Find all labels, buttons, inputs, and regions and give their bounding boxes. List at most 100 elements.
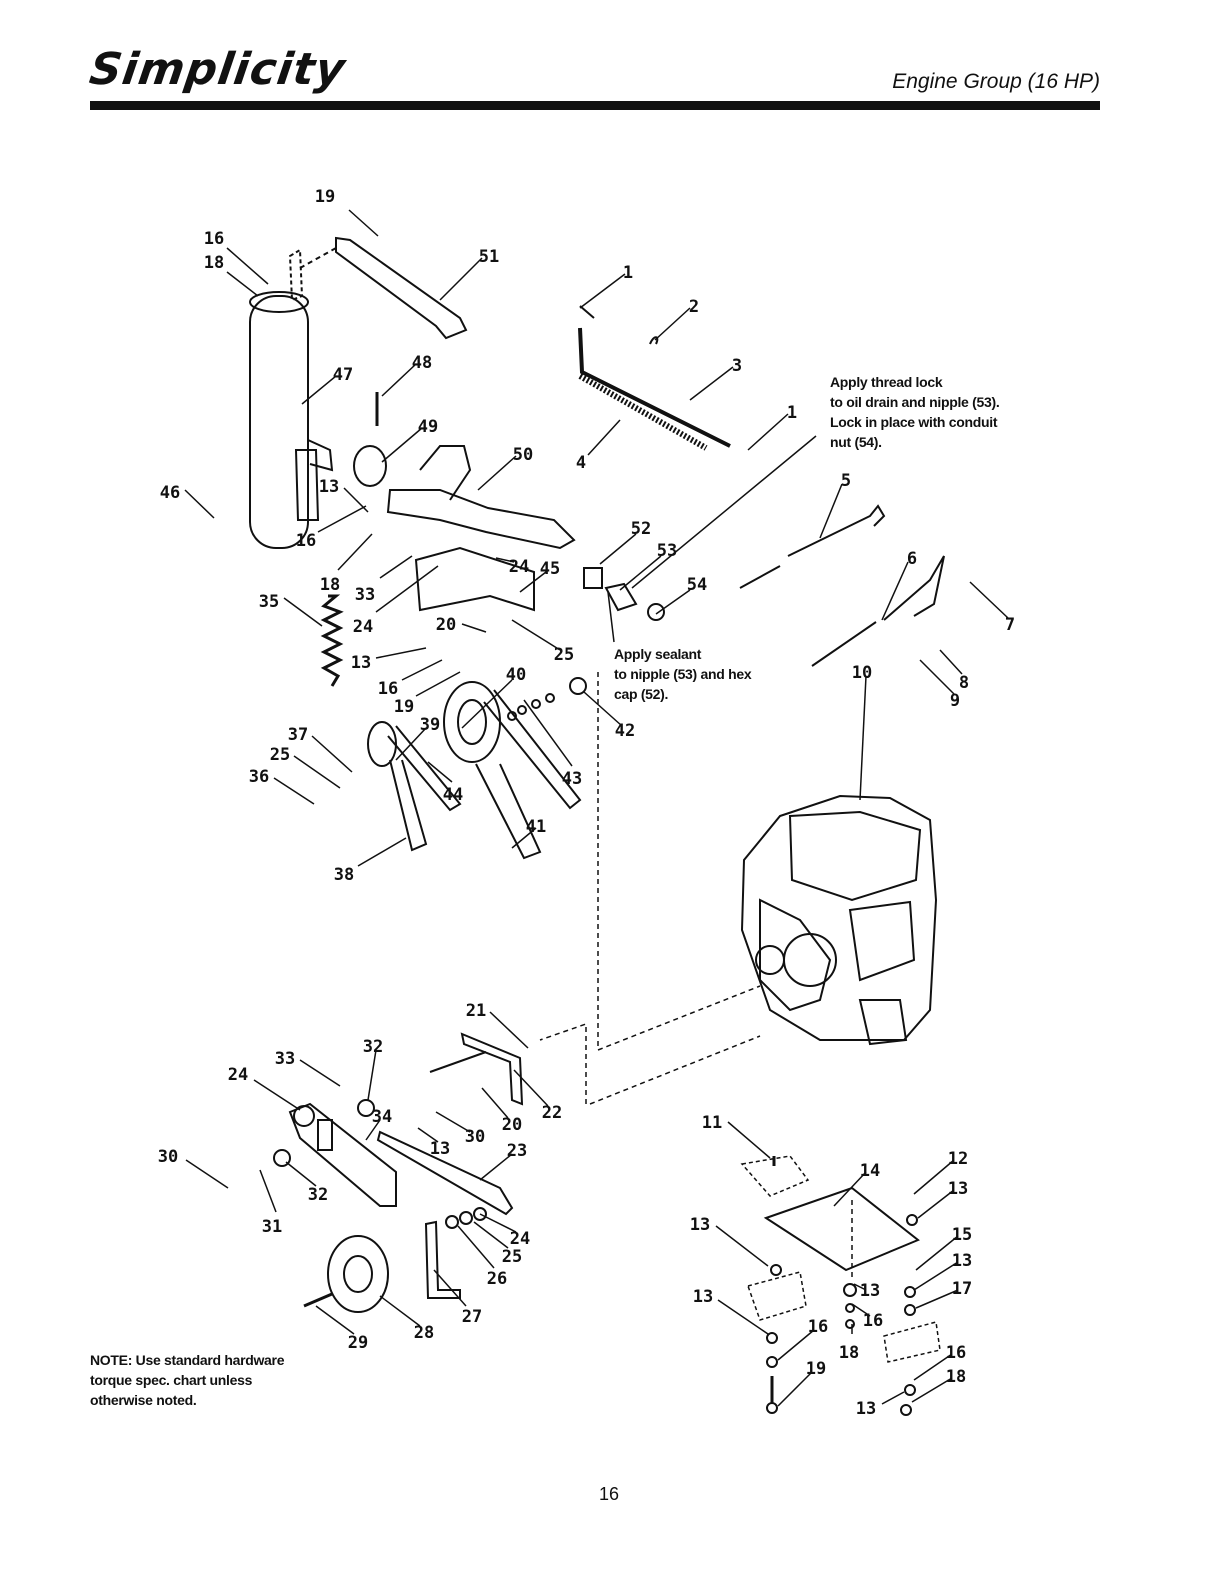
callout-number: 11 — [702, 1113, 722, 1133]
callout-leader — [819, 483, 843, 539]
callout-number: 13 — [948, 1179, 968, 1199]
callout-leader — [439, 257, 483, 301]
header-rule — [90, 101, 1100, 110]
callout-leader — [911, 1377, 953, 1403]
callout-leader — [777, 1329, 815, 1361]
callout-leader — [435, 1111, 471, 1133]
callout-number: 1 — [787, 403, 797, 423]
callout-leader — [401, 659, 443, 681]
callout-leader — [457, 1225, 495, 1269]
callout-leader — [337, 533, 373, 571]
muffler-bracket-part — [335, 236, 468, 340]
hex-cap-part — [583, 567, 603, 589]
callout-leader — [415, 671, 461, 697]
callout-leader — [226, 247, 269, 285]
callout-number: 23 — [507, 1141, 527, 1161]
callout-number: 13 — [319, 477, 339, 497]
callout-leader — [851, 1303, 871, 1317]
callout-number: 16 — [808, 1317, 828, 1337]
callout-leader — [301, 375, 337, 405]
callout-leader — [853, 1283, 867, 1291]
callout-leader — [283, 597, 323, 627]
callout-number: 13 — [351, 653, 371, 673]
callout-leader — [357, 837, 407, 867]
extension-spring-part — [320, 594, 344, 687]
callout-leader — [253, 1079, 301, 1111]
callout-leader — [479, 1213, 517, 1233]
callout-number: 40 — [506, 665, 526, 685]
idler-arm-assembly-part — [288, 1102, 397, 1207]
callout-leader — [375, 647, 427, 659]
callout-leader — [587, 419, 621, 456]
muffler-part — [249, 295, 309, 549]
callout-number: 32 — [363, 1037, 383, 1057]
callout-leader — [293, 755, 341, 789]
callout-leader — [489, 1011, 529, 1049]
callout-leader — [433, 1269, 467, 1307]
callout-leader — [315, 1305, 355, 1335]
idler-bracket-22-part — [460, 1032, 524, 1106]
callout-number: 32 — [308, 1185, 328, 1205]
callout-number: 18 — [320, 575, 340, 595]
callout-number: 30 — [465, 1127, 485, 1147]
callout-leader — [367, 1049, 377, 1101]
callout-number: 33 — [275, 1049, 295, 1069]
control-rod-part — [739, 565, 781, 589]
conduit-nut-part — [647, 603, 665, 621]
callout-number: 4 — [576, 453, 586, 473]
callout-number: 7 — [1005, 615, 1015, 635]
callout-number: 13 — [860, 1281, 880, 1301]
callout-number: 19 — [315, 187, 335, 207]
callout-number: 8 — [959, 673, 969, 693]
callout-leader — [747, 413, 789, 451]
belt-41-part — [475, 763, 542, 860]
callout-number: 29 — [348, 1333, 368, 1353]
callout-leader — [481, 1087, 509, 1119]
page-number: 16 — [598, 1484, 620, 1504]
callout-number: 26 — [487, 1269, 507, 1289]
callout-leader — [881, 1391, 905, 1405]
callout-leader — [513, 1069, 549, 1107]
callout-number: 28 — [414, 1323, 434, 1343]
callout-number: 54 — [687, 575, 707, 595]
callout-leader — [379, 1295, 421, 1327]
callout-leader — [381, 363, 417, 397]
spring-part — [578, 373, 708, 451]
callout-number: 21 — [466, 1001, 486, 1021]
callout-leader — [511, 619, 561, 651]
callout-number: 37 — [288, 725, 308, 745]
callout-number: 24 — [228, 1065, 248, 1085]
idler-wheel-part — [327, 1235, 389, 1313]
callout-number: 13 — [952, 1251, 972, 1271]
callout-leader — [913, 1159, 955, 1195]
callout-number: 17 — [952, 1279, 972, 1299]
idler-bracket-27-part — [424, 1220, 461, 1299]
callout-leader — [654, 307, 691, 341]
callout-number: 42 — [615, 721, 635, 741]
callout-number: 16 — [378, 679, 398, 699]
callout-leader — [461, 679, 513, 729]
callout-leader — [375, 565, 439, 613]
callout-leader — [259, 1169, 277, 1213]
callout-number: 44 — [443, 785, 463, 805]
callout-number: 45 — [540, 559, 560, 579]
callout-leader — [317, 505, 367, 533]
callout-number: 1 — [623, 263, 633, 283]
callout-leader — [427, 761, 453, 783]
callout-leader — [495, 557, 515, 563]
exhaust-pipe-part — [386, 489, 576, 550]
callout-leader — [185, 1159, 229, 1189]
clamp-part — [353, 445, 387, 487]
callout-number: 14 — [860, 1161, 880, 1181]
callout-leader — [461, 623, 487, 633]
dipstick-tube-part — [578, 327, 731, 448]
callout-leader — [913, 1353, 953, 1381]
callout-leader — [343, 487, 369, 513]
callout-leader — [311, 735, 353, 773]
callout-number: 20 — [436, 615, 456, 635]
callout-leader — [969, 581, 1009, 619]
callout-number: 5 — [841, 471, 851, 491]
callout-leader — [365, 1119, 381, 1141]
callout-number: 18 — [839, 1343, 859, 1363]
callout-number: 18 — [204, 253, 224, 273]
